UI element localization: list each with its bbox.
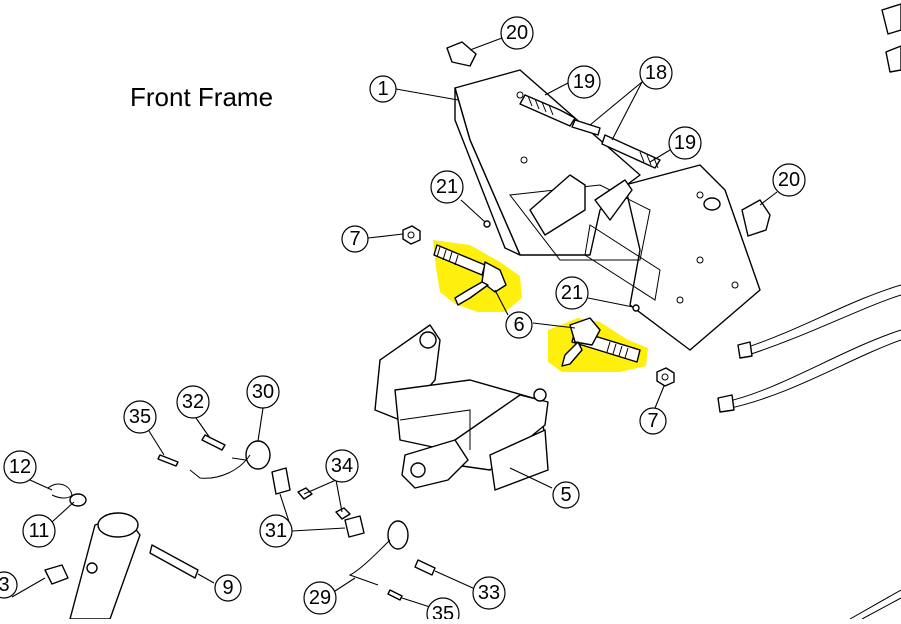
callout-30-label: 30 — [252, 381, 274, 403]
callout-5: 5 — [552, 481, 580, 509]
cap-left — [446, 41, 477, 67]
callout-3-label: 3 — [0, 574, 10, 596]
callout-3: 3 — [0, 571, 18, 599]
pin-right — [561, 317, 641, 367]
pin-35-top — [157, 454, 179, 467]
callout-7-right-label: 7 — [647, 410, 658, 432]
callout-1-label: 1 — [377, 78, 388, 100]
callout-18-label: 18 — [645, 62, 667, 84]
pin-left — [433, 244, 507, 306]
callout-6-label: 6 — [513, 314, 524, 336]
callout-6: 6 — [505, 311, 533, 339]
corner-part-top-right — [881, 3, 901, 35]
corner-part-top-right-2 — [885, 45, 901, 73]
callout-30: 30 — [246, 375, 280, 409]
diagram-title: Front Frame — [130, 82, 274, 112]
callout-19-right: 19 — [668, 126, 702, 160]
pin-35-bottom — [387, 589, 403, 601]
callout-35-top-label: 35 — [129, 406, 151, 428]
fitting-left — [483, 220, 491, 228]
callout-32-label: 32 — [182, 391, 204, 413]
callout-29-label: 29 — [309, 587, 331, 609]
hydraulic-hoses — [717, 284, 901, 413]
callout-19-right-label: 19 — [674, 132, 696, 154]
callout-21-top: 21 — [430, 170, 464, 204]
callout-1: 1 — [369, 75, 397, 103]
clip-31-b — [344, 515, 365, 538]
callout-7-left: 7 — [341, 225, 369, 253]
fitting-3 — [44, 564, 69, 585]
callout-19-top-label: 19 — [573, 71, 595, 93]
callout-20-right: 20 — [772, 163, 806, 197]
callout-12: 12 — [3, 450, 37, 484]
spring-29 — [348, 520, 409, 586]
callout-18: 18 — [639, 56, 673, 90]
clip-12 — [47, 483, 73, 499]
callout-35-top: 35 — [123, 400, 157, 434]
nut-right — [656, 367, 675, 387]
lift-arm — [69, 512, 141, 620]
callout-11: 11 — [22, 514, 56, 548]
callout-34-label: 34 — [331, 455, 353, 477]
callout-21-top-label: 21 — [436, 176, 458, 198]
callout-20-right-label: 20 — [778, 169, 800, 191]
hitch-bracket — [374, 324, 549, 491]
pin-9 — [149, 544, 199, 579]
callout-7-left-label: 7 — [349, 228, 360, 250]
callout-20-top-label: 20 — [506, 22, 528, 44]
callout-20-top: 20 — [500, 16, 534, 50]
callout-34: 34 — [325, 449, 359, 483]
callout-21-mid: 21 — [555, 276, 589, 310]
nut-left — [402, 225, 421, 245]
bolt-32 — [201, 434, 226, 451]
callout-9-label: 9 — [222, 577, 233, 599]
front-frame-plate — [454, 69, 761, 351]
callout-21-mid-label: 21 — [561, 282, 583, 304]
callout-19-top: 19 — [567, 65, 601, 99]
callout-29: 29 — [303, 581, 337, 615]
bolt-33 — [414, 559, 436, 576]
cap-right — [703, 197, 771, 237]
washer-34-b — [335, 507, 351, 520]
callout-32: 32 — [176, 385, 210, 419]
callout-31: 31 — [259, 514, 293, 548]
callout-9: 9 — [214, 574, 242, 602]
callout-33-label: 33 — [478, 582, 500, 604]
pivot-bolts — [519, 94, 661, 169]
callout-5-label: 5 — [560, 484, 571, 506]
spring-30 — [189, 440, 271, 479]
callout-35-bottom: 35 — [426, 597, 460, 624]
leader-lines — [11, 37, 778, 608]
corner-part-bottom-right — [849, 589, 901, 620]
callout-11-label: 11 — [29, 520, 50, 542]
callout-7-right: 7 — [639, 407, 667, 435]
callout-31-label: 31 — [265, 520, 287, 542]
callout-12-label: 12 — [9, 456, 31, 478]
washer-11 — [69, 493, 87, 507]
callout-33: 33 — [472, 576, 506, 610]
clip-31-a — [271, 467, 291, 495]
fitting-right — [632, 304, 640, 312]
callout-35-bottom-label: 35 — [432, 603, 454, 619]
